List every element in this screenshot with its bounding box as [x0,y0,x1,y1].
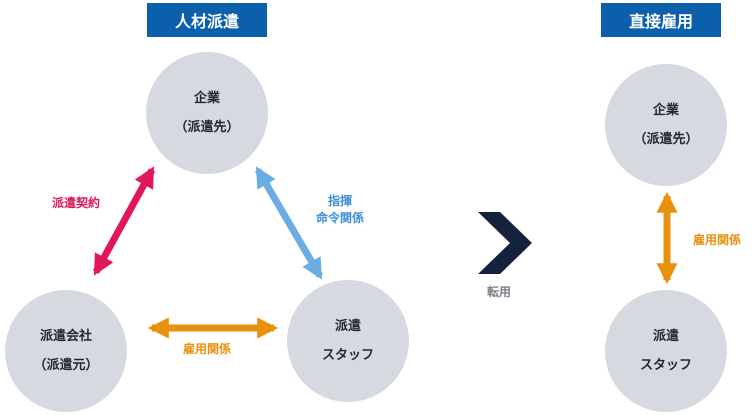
command-relation-label-line2: 命令関係 [316,211,365,225]
chevron-right-icon [478,212,532,274]
dispatch-contract-label: 派遣契約 [52,196,101,210]
node-agency: 派遣会社 （派遣元） [5,290,127,412]
node-staff-direct-line1: 派遣 [652,329,679,344]
node-company-direct: 企業 （派遣先） [605,64,727,186]
dispatch-contract-arrow [92,166,156,276]
node-company-direct-line1: 企業 [652,103,679,118]
node-company-direct-line2: （派遣先） [633,132,699,147]
node-agency-line2: （派遣元） [33,358,99,373]
node-company: 企業 （派遣先） [146,52,268,174]
node-staff: 派遣 スタッフ [287,280,409,402]
node-agency-line1: 派遣会社 [39,329,92,344]
command-relation-label-line1: 指揮 [328,194,353,208]
command-relation-label: 指揮 命令関係 [316,193,364,227]
right-panel-title: 直接雇用 [601,3,721,37]
node-staff-line2: スタッフ [321,348,374,363]
node-company-line2: （派遣先） [174,120,240,135]
node-company-line1: 企業 [193,91,220,106]
transition-label: 転用 [487,285,512,299]
employment-label-left: 雇用関係 [183,342,232,356]
employment-label-right: 雇用関係 [693,233,742,247]
left-panel-title: 人材派遣 [147,3,267,37]
command-relation-arrow [254,166,324,280]
node-staff-direct-line2: スタッフ [639,358,692,373]
node-staff-line1: 派遣 [334,319,361,334]
node-staff-direct: 派遣 スタッフ [605,290,727,412]
